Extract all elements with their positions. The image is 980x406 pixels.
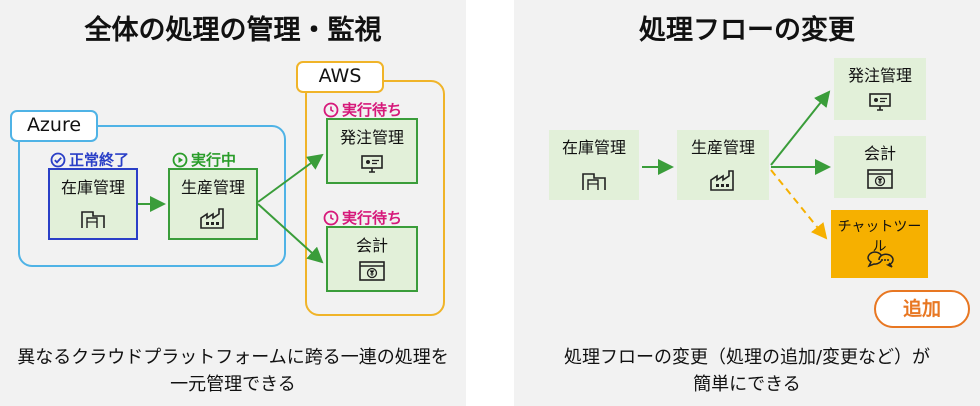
added-badge: 追加: [874, 290, 970, 328]
node-label: 生産管理: [180, 178, 245, 197]
right-node-production: 生産管理: [677, 130, 769, 200]
left-node-ordering: 発注管理: [326, 118, 418, 184]
left-node-production: 生産管理: [168, 168, 258, 240]
chat-bubbles-icon: [866, 251, 894, 268]
node-label: 在庫管理: [561, 138, 626, 157]
azure-label: Azure: [10, 110, 98, 142]
left-caption-line1: 異なるクラウドプラットフォームに跨る一連の処理を: [17, 347, 449, 368]
right-node-chattool: チャットツール: [831, 210, 928, 278]
left-node-inventory: 在庫管理: [48, 168, 138, 240]
node-label: 会計: [863, 144, 896, 163]
clock-icon: [323, 210, 339, 225]
node-label: 発注管理: [847, 66, 912, 85]
accounting-status: 実行待ち: [323, 207, 402, 228]
ordering-status-text: 実行待ち: [342, 101, 403, 119]
warehouse-icon: [582, 173, 606, 190]
yen-window-icon: [867, 169, 893, 189]
right-caption-line2: 簡単にできる: [693, 374, 801, 395]
factory-icon: [710, 170, 734, 191]
right-title: 処理フローの変更: [639, 15, 855, 46]
warehouse-icon: [81, 211, 105, 228]
right-caption-line1: 処理フローの変更（処理の追加/変更など）が: [563, 347, 931, 368]
factory-icon: [200, 208, 224, 229]
left-node-accounting: 会計: [326, 226, 418, 292]
play-circle-icon: [172, 152, 188, 167]
production-status: 実行中: [172, 149, 236, 170]
node-label: 会計: [355, 236, 388, 255]
node-label: 生産管理: [690, 138, 755, 157]
right-node-inventory: 在庫管理: [549, 130, 639, 200]
monitor-icon: [869, 93, 891, 111]
node-label: 発注管理: [339, 128, 404, 147]
yen-window-icon: [359, 261, 385, 281]
right-panel: 処理フローの変更 在庫管理 生産管理 発注管理 会計 チャットツール 処理フロー…: [514, 0, 980, 406]
clock-icon: [323, 102, 339, 117]
right-node-accounting: 会計: [834, 136, 926, 198]
ordering-status: 実行待ち: [323, 99, 402, 120]
arrow-right-production-to-chattool: [770, 169, 828, 240]
production-status-text: 実行中: [191, 151, 237, 169]
left-caption-line2: 一元管理できる: [170, 374, 296, 395]
left-panel: 全体の処理の管理・監視 AWS Azure 正常終了 実行中 実行待ち 実行待ち…: [0, 0, 466, 406]
arrow-right-production-to-ordering: [770, 90, 831, 166]
inventory-status-text: 正常終了: [69, 151, 130, 169]
node-label: 在庫管理: [60, 178, 125, 197]
accounting-status-text: 実行待ち: [342, 209, 403, 227]
arrow-production-to-ordering: [257, 153, 324, 203]
azure-cloud: [18, 125, 286, 267]
check-circle-icon: [50, 152, 66, 167]
left-title: 全体の処理の管理・監視: [84, 15, 382, 46]
node-label: チャットツール: [837, 219, 922, 255]
aws-label: AWS: [296, 61, 384, 93]
right-node-ordering: 発注管理: [834, 58, 926, 120]
inventory-status: 正常終了: [50, 149, 129, 170]
monitor-icon: [361, 155, 383, 173]
arrow-production-to-accounting: [257, 203, 324, 264]
